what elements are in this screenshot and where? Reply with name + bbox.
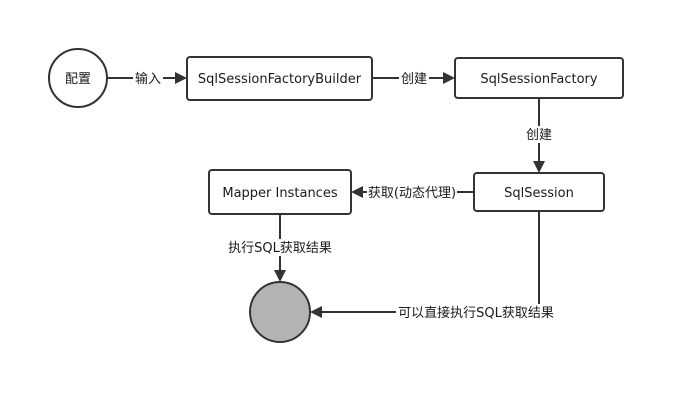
edge-create-factory: 创建 xyxy=(372,70,455,87)
edge-get-proxy: 获取(动态代理) xyxy=(351,184,474,201)
edge-create-session: 创建 xyxy=(523,98,555,173)
edge-exec-mapper-label: 执行SQL获取结果 xyxy=(228,241,332,256)
node-result xyxy=(249,281,311,343)
node-builder: SqlSessionFactoryBuilder xyxy=(186,56,373,101)
node-factory-label: SqlSessionFactory xyxy=(480,72,598,87)
edge-exec-mapper: 执行SQL获取结果 xyxy=(224,214,336,282)
node-mapper: Mapper Instances xyxy=(208,169,352,215)
edge-input-label: 输入 xyxy=(135,71,161,87)
edge-create-factory-label: 创建 xyxy=(401,72,427,87)
node-config: 配置 xyxy=(48,48,108,108)
node-builder-label: SqlSessionFactoryBuilder xyxy=(198,72,362,87)
node-session: SqlSession xyxy=(473,172,605,212)
edge-exec-direct-label: 可以直接执行SQL获取结果 xyxy=(398,305,554,321)
edge-create-session-label: 创建 xyxy=(526,128,552,143)
edge-get-proxy-label: 获取(动态代理) xyxy=(368,186,456,201)
edge-input: 输入 xyxy=(107,70,187,87)
node-session-label: SqlSession xyxy=(504,186,574,201)
edge-exec-direct: 可以直接执行SQL获取结果 xyxy=(310,211,556,321)
node-mapper-label: Mapper Instances xyxy=(222,186,337,201)
node-factory: SqlSessionFactory xyxy=(454,57,624,99)
node-config-label: 配置 xyxy=(65,72,91,87)
